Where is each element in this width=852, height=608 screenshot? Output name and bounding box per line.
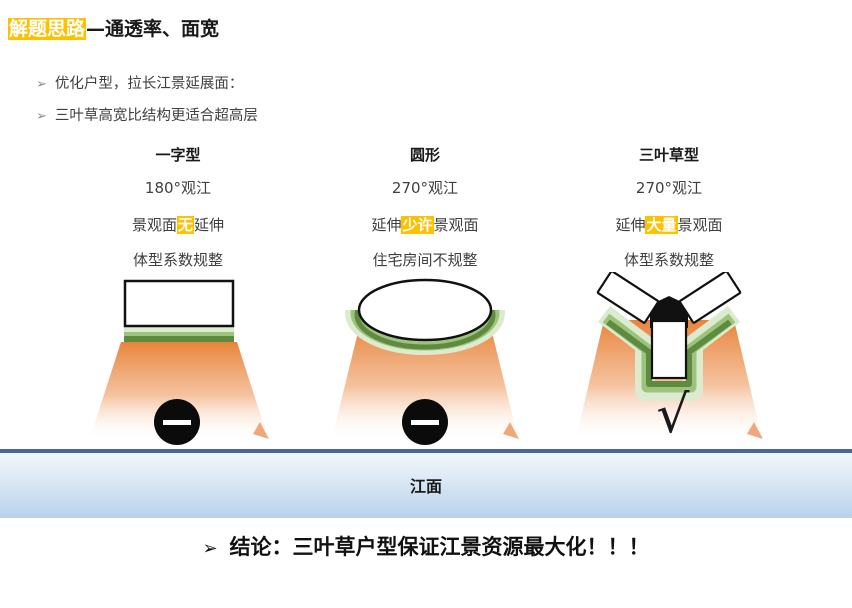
arrow-bullet-icon: ➢ <box>36 77 47 92</box>
fan-arrow-right-icon <box>253 422 269 439</box>
line-a-post: 延伸 <box>194 216 225 234</box>
river-banner: 江面 <box>0 449 852 518</box>
column-title: 三叶草型 <box>638 146 699 164</box>
column-circle: 圆形 270°观江 延伸少许景观面 住宅房间不规整 <box>305 144 545 284</box>
line-a-emphasis: 少许 <box>401 216 434 234</box>
building-circle <box>357 278 493 342</box>
page-title: 解题思路—通透率、面宽 <box>8 14 219 41</box>
arrow-bullet-icon: ➢ <box>36 109 47 124</box>
view-fan-shape <box>90 342 268 438</box>
column-title: 一字型 <box>155 146 201 164</box>
green-band-dark <box>606 319 732 387</box>
diagram-trefoil <box>546 272 792 448</box>
column-line-b: 体型系数规整 <box>623 251 714 269</box>
line-a-emphasis: 无 <box>176 216 194 234</box>
arrow-bullet-icon: ➢ <box>202 538 218 559</box>
building-wing-bottom <box>650 319 688 380</box>
building-wing-right <box>678 272 742 324</box>
diagram-slab <box>56 272 302 448</box>
column-line-b: 体型系数规整 <box>132 251 223 269</box>
line-a-emphasis: 大量 <box>645 216 678 234</box>
column-line-a: 延伸大量景观面 <box>549 214 789 235</box>
column-title: 圆形 <box>409 146 440 164</box>
green-band-dark <box>124 336 234 342</box>
column-subtitle: 270°观江 <box>635 179 703 197</box>
column-slab: 一字型 180°观江 景观面无延伸 体型系数规整 <box>58 144 298 284</box>
column-subtitle: 270°观江 <box>391 179 459 197</box>
column-trefoil: 三叶草型 270°观江 延伸大量景观面 体型系数规整 <box>549 144 789 284</box>
line-a-pre: 延伸 <box>615 216 646 234</box>
bullet-text: 三叶草高宽比结构更适合超高层 <box>54 108 258 124</box>
column-line-b: 住宅房间不规整 <box>372 251 478 269</box>
list-item: ➢ 优化户型，拉长江景延展面： <box>36 72 258 93</box>
conclusion-line: ➢ 结论：三叶草户型保证江景资源最大化！！！ <box>0 531 852 561</box>
building-wing-left <box>596 272 660 324</box>
page-title-rest: —通透率、面宽 <box>86 18 220 40</box>
fan-arrow-right-icon <box>503 422 519 439</box>
green-band-mid <box>124 332 234 339</box>
line-a-pre: 景观面 <box>131 216 177 234</box>
line-a-post: 景观面 <box>433 216 479 234</box>
conclusion-text: 结论：三叶草户型保证江景资源最大化！！！ <box>229 535 650 559</box>
verdict-minus-icon-circle <box>402 399 448 445</box>
view-fan-shape <box>332 324 518 438</box>
column-line-a: 延伸少许景观面 <box>305 214 545 235</box>
line-a-post: 景观面 <box>677 216 723 234</box>
building-slab <box>123 279 235 328</box>
column-line-a: 景观面无延伸 <box>58 214 298 235</box>
column-subtitle: 180°观江 <box>144 179 212 197</box>
bullet-text: 优化户型，拉长江景延展面： <box>54 76 244 92</box>
green-band-light <box>124 325 234 335</box>
green-band-dark <box>354 310 496 350</box>
line-a-pre: 延伸 <box>371 216 402 234</box>
verdict-check-icon-trefoil: √ <box>656 385 690 445</box>
verdict-minus-icon-slab <box>154 399 200 445</box>
page-title-highlight: 解题思路 <box>8 18 87 40</box>
fan-arrow-right-icon <box>747 422 763 439</box>
bullet-list: ➢ 优化户型，拉长江景延展面： ➢ 三叶草高宽比结构更适合超高层 <box>36 72 258 136</box>
diagram-circle <box>302 272 548 448</box>
river-label: 江面 <box>409 477 442 496</box>
list-item: ➢ 三叶草高宽比结构更适合超高层 <box>36 104 258 125</box>
